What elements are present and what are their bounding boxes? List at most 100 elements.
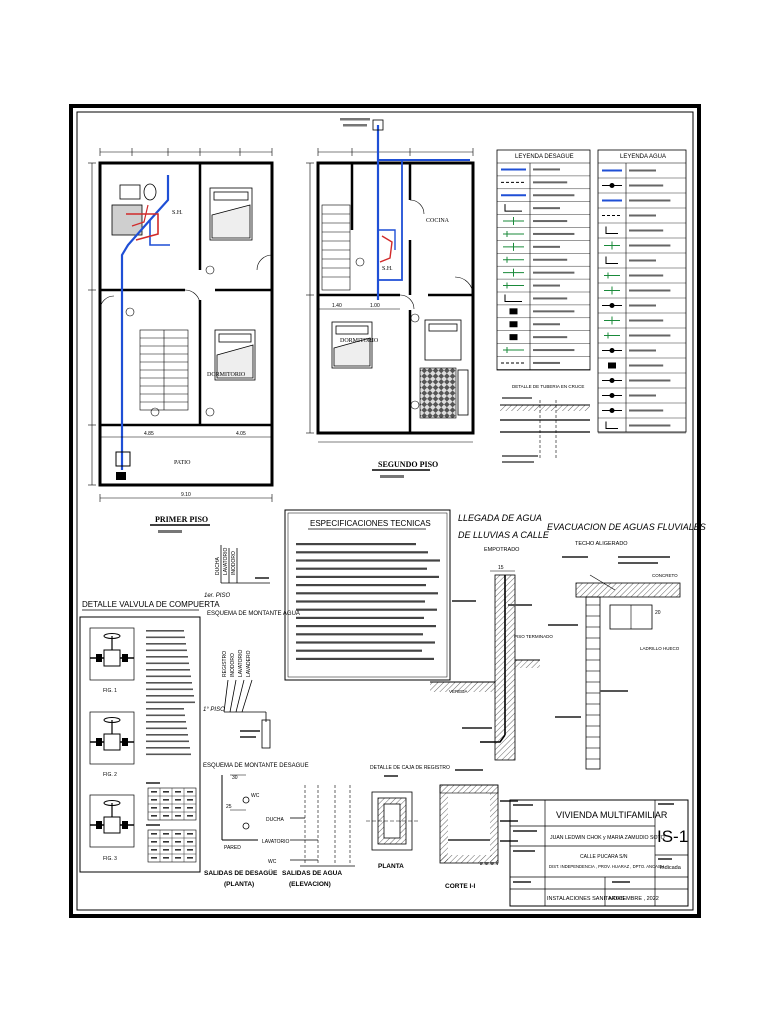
legend-title: LEYENDA AGUA (620, 154, 666, 160)
table-cell-value (163, 857, 169, 859)
table-cell-value (151, 849, 157, 851)
valve-text-line (146, 747, 190, 749)
floor-label: 1er. PISO (204, 593, 230, 599)
table-cell-value (151, 841, 157, 843)
table-cell-value (175, 807, 181, 809)
view-label: CORTE I-I (445, 883, 476, 890)
drain-outlets-plan: 30 WC 25 PARED SALIDAS DE DESAGÜE (PLANT… (204, 774, 278, 888)
sheet-name: INSTALACIONES SANITARIAS (547, 896, 625, 902)
spec-text-line (296, 616, 424, 619)
valve-text-line (146, 727, 187, 730)
register-box (116, 472, 126, 480)
valve-flange (96, 821, 102, 829)
legend-symbol (509, 321, 518, 328)
room-label: PATIO (174, 460, 191, 466)
legend-text-line (629, 244, 671, 247)
dimension-label: 1.40 (332, 303, 342, 309)
bed (209, 187, 253, 241)
first-floor-plan: S.H. DORMITORIO PATIO 4.85 4.05 9.10 PRI… (88, 148, 274, 533)
table-cell-value (187, 791, 193, 793)
table-cell-value (163, 833, 169, 835)
legend-symbol (609, 303, 615, 308)
legend-text-line (629, 169, 656, 172)
bed (331, 321, 373, 369)
legend-text-line (533, 310, 575, 313)
figure-label: FIG. 1 (103, 688, 117, 694)
table-cell-value (163, 815, 169, 817)
legend-text-line (629, 274, 664, 277)
table-cell-value (163, 849, 169, 851)
table-cell-value (175, 841, 181, 843)
valve-text-line (146, 643, 186, 645)
dimension-label: 20 (655, 610, 661, 616)
valve-handwheel (103, 633, 121, 639)
valve-text-line (146, 662, 189, 665)
detail-title: DETALLE VALVULA DE COMPUERTA (82, 600, 220, 609)
legend-text-line (629, 214, 656, 217)
spec-text-line (296, 584, 426, 587)
section-title: SALIDAS DE AGUA (282, 870, 342, 877)
outlet-label: LAVADERO (246, 650, 252, 677)
riser-marker (372, 119, 384, 131)
legend-text-line (533, 349, 575, 352)
legend-text-line (629, 184, 664, 187)
table-cell-value (187, 799, 193, 801)
water-riser-scheme: DUCHA LAVATORIO INODORO 1er. PISO ESQUEM… (204, 545, 300, 617)
valve-text-line (146, 649, 187, 652)
legend-text-line (533, 271, 575, 274)
legend-text-line (533, 207, 560, 210)
legend-text-line (533, 220, 568, 223)
legend-text-line (533, 361, 560, 364)
fixture-label: LAVATORIO (262, 839, 290, 845)
fixture-label: WC (251, 793, 260, 799)
project-name: VIVIENDA MULTIFAMILIAR (556, 810, 668, 820)
water-outlets-elevation: DUCHA LAVATORIO WC SALIDAS DE AGUA (ELEV… (262, 785, 355, 888)
table-cell-value (163, 791, 169, 793)
rain-arrival-detail: LLEGADA DE AGUA DE LLUVIAS A CALLE EMPOT… (430, 513, 553, 761)
table-caption (146, 824, 160, 826)
second-floor-plan: COCINA DORMITORIO S.H. 1.40 1.00 SEGUNDO… (306, 118, 475, 478)
stairs (139, 329, 189, 411)
figure-label: FIG. 3 (103, 856, 117, 862)
table-cell-value (175, 791, 181, 793)
outlet-label: LAVATORIO (238, 649, 244, 677)
drain-pipe (126, 213, 159, 241)
legend-text-line (629, 409, 664, 412)
legend-text-line (533, 297, 568, 300)
spec-text-line (296, 641, 435, 644)
pipe-cross-detail: DETALLE DE TUBERIA EN CRUCE (500, 384, 590, 463)
rain-evacuation-detail: EVACUACION DE AGUAS FLUVIALES TECHO ALIG… (547, 522, 706, 770)
legend-text-line (533, 194, 575, 197)
dimension-label: 30 (232, 775, 238, 781)
gate-valve-detail: DETALLE VALVULA DE COMPUERTA FIG. 1 FIG.… (79, 600, 220, 873)
bathroom-fixtures (111, 183, 157, 236)
legend-text-line (533, 323, 560, 326)
callout-label: PISO TERMINADO (514, 634, 553, 639)
valve-text-line (146, 656, 188, 658)
outlet-label: LAVATORIO (223, 547, 229, 575)
table-cell-value (187, 857, 193, 859)
scheme-title: ESQUEMA DE MONTANTE AGUA (207, 611, 300, 617)
register-box (115, 451, 131, 467)
valve-flange (122, 654, 128, 662)
legend-symbol (605, 226, 618, 234)
wall-label: PARED (224, 845, 241, 851)
valve-text-line (146, 682, 192, 684)
view-label: PLANTA (378, 863, 404, 870)
valve-text-line (146, 721, 186, 723)
fixture-label: WC (268, 859, 277, 865)
address-line: CALLE PUCARA S/N (580, 854, 628, 860)
technical-specs: ESPECIFICACIONES TECNICAS (284, 509, 451, 681)
table-cell-value (175, 833, 181, 835)
legend-text-line (533, 258, 568, 261)
legend-text-line (629, 289, 671, 292)
valve-flange (122, 821, 128, 829)
spec-text-line (296, 600, 425, 603)
callout-label: VEREDA (449, 689, 468, 694)
spec-text-line (296, 633, 423, 636)
legend-text-line (629, 424, 671, 427)
specs-title: ESPECIFICACIONES TECNICAS (310, 519, 431, 528)
callout-label: CONCRETO (652, 573, 678, 578)
legend-text-line (533, 245, 560, 248)
legend-title: LEYENDA DESAGUE (515, 154, 574, 160)
